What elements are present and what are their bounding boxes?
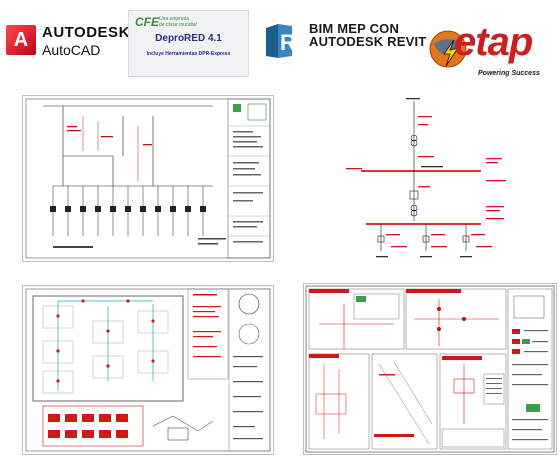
revit-electrical-floor-plan xyxy=(22,285,274,455)
autocad-icon: A xyxy=(6,25,36,55)
autocad-product-text: AutoCAD xyxy=(42,42,101,58)
cfe-mark: CFE xyxy=(135,15,159,29)
deprored-title: DeproRED 4.1 xyxy=(155,33,222,44)
autodesk-autocad-logo: A AUTODESK AutoCAD xyxy=(6,20,129,60)
etap-wordmark: etap xyxy=(454,20,533,64)
revit-r-icon: R xyxy=(262,22,300,62)
etap-one-line-diagram xyxy=(305,95,557,267)
bim-mep-revit-text: BIM MEP CON AUTODESK REVIT xyxy=(309,21,427,49)
etap-logo: etap Powering Success xyxy=(426,12,558,82)
cfe-distribution-network-plan xyxy=(303,283,557,455)
deprored-subtitle: Incluye Herramientas DPR-Express xyxy=(146,51,231,57)
autocad-single-line-diagram xyxy=(22,95,274,262)
etap-tagline: Powering Success xyxy=(478,70,540,77)
autodesk-brand-text: AUTODESK xyxy=(42,24,130,41)
svg-text:R: R xyxy=(280,30,296,55)
globe-icon xyxy=(429,30,467,68)
